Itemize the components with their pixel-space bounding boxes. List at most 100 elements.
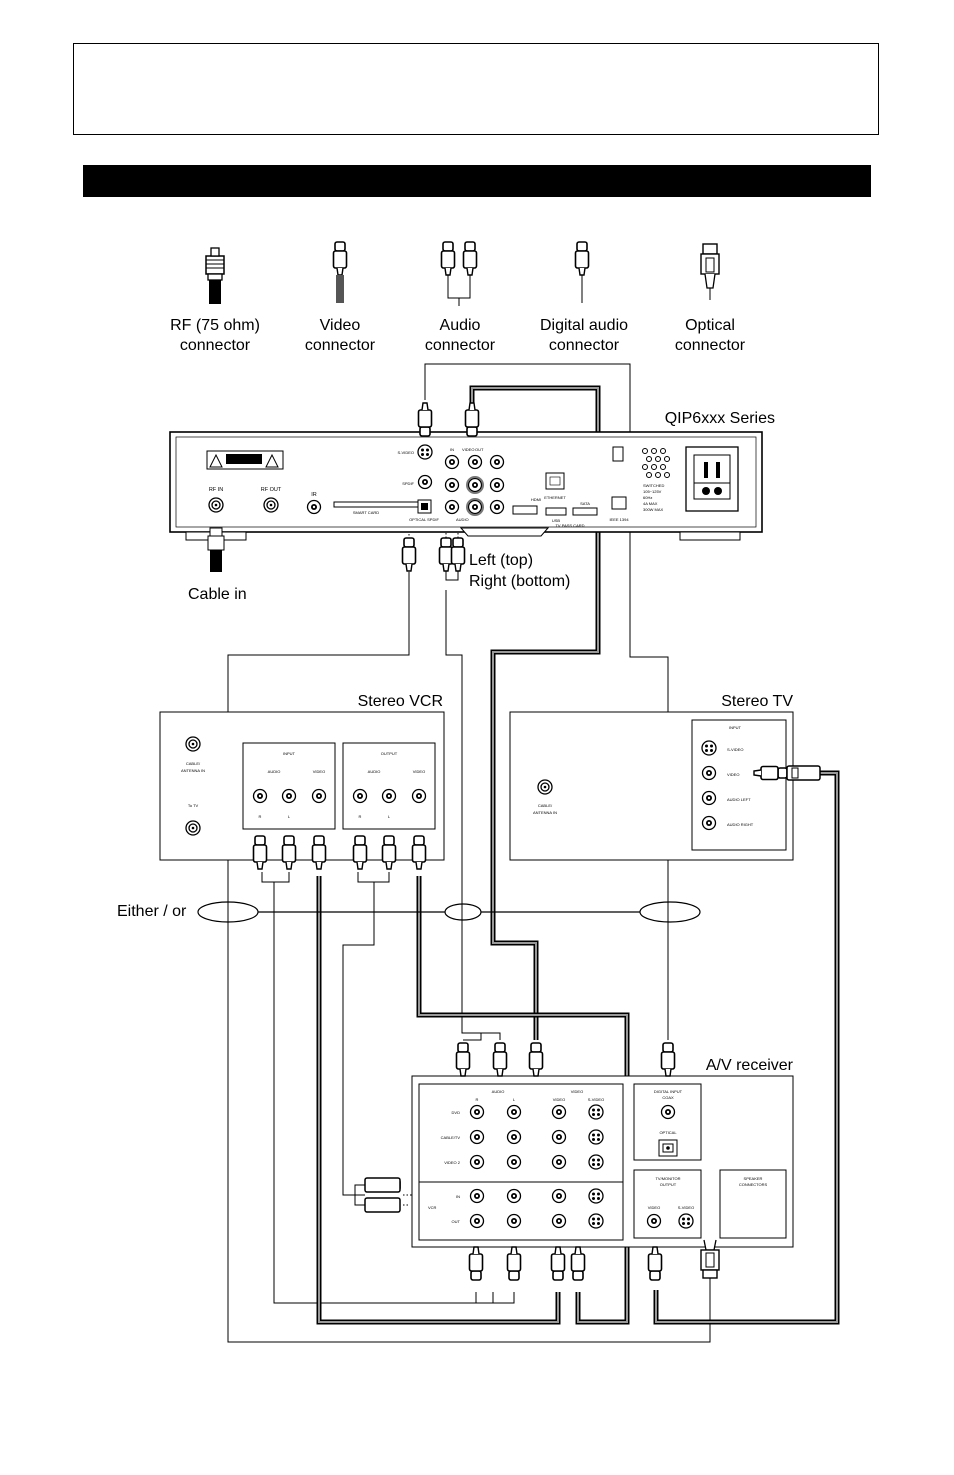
stb-rf-out-label: RF OUT [261, 487, 282, 493]
vcr-device: Stereo VCR CABLE/ ANTENNA IN To TV INPUT… [159, 693, 445, 870]
stb-rf-out-jack [263, 497, 279, 513]
legend-optical-label-1: Optical [685, 317, 735, 334]
tv-title: Stereo TV [721, 693, 793, 710]
legend-audio-label-1: Audio [440, 317, 481, 334]
tv-port-s-video: S-VIDEO [727, 747, 743, 752]
receiver-monitor-video-label: VIDEO [648, 1205, 660, 1210]
stb-ir-label: IR [311, 492, 317, 498]
stb-audio-right-jack [444, 499, 460, 515]
vcr-input-label: INPUT [283, 751, 296, 756]
vcr-input-l-label: L [288, 814, 291, 819]
stb-pb-jack [489, 477, 505, 493]
receiver-vcr-label: VCR [428, 1205, 437, 1210]
tv-video-jack [701, 765, 717, 781]
legend-video-label-1: Video [320, 317, 361, 334]
stb-s-video-label: S-VIDEO [398, 450, 414, 455]
vcr-output-video-jack [411, 788, 427, 804]
stb-ethernet-label: ETHERNET [544, 495, 566, 500]
header-box [73, 43, 879, 135]
cables [227, 363, 840, 1343]
stb-optical-label: OPTICAL SPDIF [409, 517, 439, 522]
vcr-output-l-jack [381, 788, 397, 804]
stb-tv-pass-card-label: TV PASS CARD [555, 523, 584, 528]
either-or-group: Either / or [117, 901, 701, 923]
stb-sata-label: SATA [580, 501, 590, 506]
receiver-monitor-s-video-label: S-VIDEO [678, 1205, 694, 1210]
stb-spdif-label: SPDIF [402, 481, 414, 486]
receiver-tv-monitor-2: OUTPUT [660, 1182, 677, 1187]
tv-cable-antenna-1: CABLE/ [538, 803, 553, 808]
tv-audio-left-jack [701, 790, 717, 806]
stb-video-in-jack [444, 454, 460, 470]
receiver-vcr-in-label: IN [456, 1194, 460, 1199]
receiver-r-label: R [476, 1097, 479, 1102]
optical-connector-icon [700, 243, 720, 300]
vcr-input-r-jack [252, 788, 268, 804]
tv-port-audio-left: AUDIO LEFT [727, 797, 751, 802]
legend-optical-label-2: connector [675, 337, 746, 354]
stb-power-2: 105~125V [643, 489, 662, 494]
vcr-to-tv-jack [185, 820, 201, 836]
stb-power-4: 4A MAX [643, 501, 658, 506]
stb-usb-label: USB [552, 518, 561, 523]
tv-device: Stereo TV CABLE/ ANTENNA IN INPUT S-VIDE… [509, 693, 821, 861]
stb-rf-in-label: RF IN [209, 487, 223, 493]
stb-audio-right-out-jack [467, 499, 483, 515]
audio-connector-icon [440, 241, 478, 306]
stb-pr-jack [489, 499, 505, 515]
stb-audio-left-out-jack [467, 477, 483, 493]
vcr-output-label: OUTPUT [381, 751, 398, 756]
stb-vent-holes [642, 448, 670, 478]
stb-audio-label: AUDIO [456, 517, 469, 522]
receiver-row-dvd: DVD [452, 1110, 461, 1115]
cable-in-label: Cable in [188, 586, 247, 603]
tv-port-audio-right: AUDIO RIGHT [727, 822, 754, 827]
vcr-output-r-label: R [359, 814, 362, 819]
vcr-input-video-jack [311, 788, 327, 804]
stb-power-1: SWITCHED [643, 483, 664, 488]
tv-cable-antenna-jack [537, 779, 553, 795]
receiver-digital-input-1: DIGITAL INPUT [654, 1089, 683, 1094]
stb-video-out-jack [467, 454, 483, 470]
vcr-input-audio-label: AUDIO [268, 769, 281, 774]
receiver-coax-jack [660, 1104, 676, 1120]
stb-in-label: IN [450, 447, 454, 452]
either-or-label: Either / or [117, 903, 187, 920]
vcr-input-l-jack [281, 788, 297, 804]
tv-s-video-jack [701, 740, 717, 756]
legend-video-label-2: connector [305, 337, 376, 354]
stb-rf-in-jack [208, 497, 224, 513]
legend-digital-label-1: Digital audio [540, 317, 628, 334]
legend-digital-label-2: connector [549, 337, 620, 354]
left-top-label: Left (top) [469, 552, 533, 569]
vcr-cable-antenna-jack [185, 736, 201, 752]
receiver-title: A/V receiver [706, 1057, 794, 1074]
vcr-cable-antenna-2: ANTENNA IN [181, 768, 205, 773]
stb-device: QIP6xxx Series RF IN RF OUT IR SMART CAR… [169, 402, 775, 603]
right-bottom-label: Right (bottom) [469, 573, 570, 590]
stb-video-label: VIDEO [462, 447, 474, 452]
stb-ir-jack [306, 499, 322, 515]
tv-audio-right-jack [701, 815, 717, 831]
receiver-row-video2: VIDEO 2 [444, 1160, 461, 1165]
vcr-to-tv-label: To TV [188, 803, 199, 808]
tv-cable-antenna-2: ANTENNA IN [533, 810, 557, 815]
stb-audio-left-jack [444, 477, 460, 493]
receiver-s-video-label: S-VIDEO [588, 1097, 604, 1102]
stb-hdmi-label: HDMI [531, 497, 541, 502]
rf-connector-icon [205, 247, 225, 304]
receiver-row-cable-tv: CABLE/TV [441, 1135, 461, 1140]
receiver-speaker-2: CONNECTORS [739, 1182, 768, 1187]
vcr-output-l-label: L [388, 814, 391, 819]
stb-y-jack [489, 454, 505, 470]
stb-power-3: 60Hz [643, 495, 652, 500]
tv-port-video: VIDEO [727, 772, 739, 777]
vcr-output-video-label: VIDEO [413, 769, 425, 774]
vcr-input-r-label: R [259, 814, 262, 819]
stb-title: QIP6xxx Series [665, 410, 775, 427]
receiver-digital-input-2: COAX [662, 1095, 674, 1100]
receiver-speaker-1: SPEAKER [744, 1176, 763, 1181]
receiver-tv-monitor-1: TV/MONITOR [655, 1176, 680, 1181]
stb-power-5: 300W MAX [643, 507, 664, 512]
